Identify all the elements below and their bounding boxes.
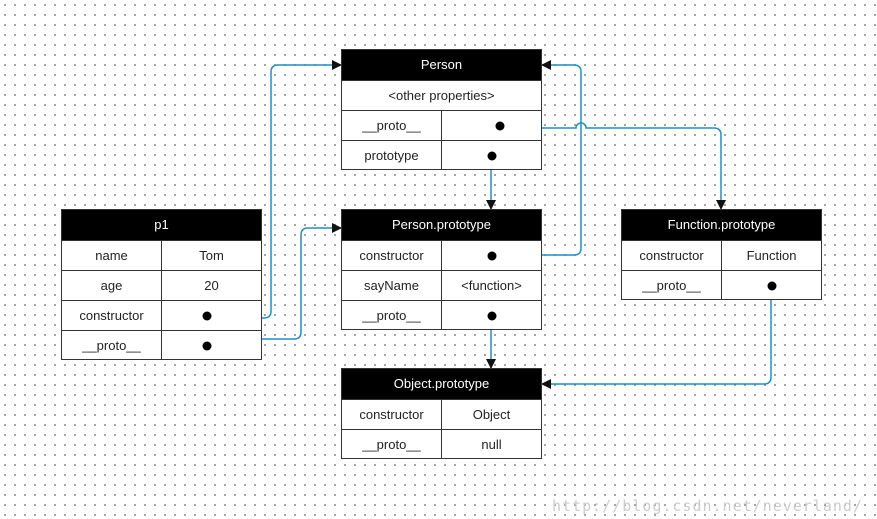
arrow-p1-proto-to-person-prototype <box>207 223 342 340</box>
person-prototype-row: prototype <box>342 140 541 170</box>
object-prototype-title: Object.prototype <box>342 369 541 399</box>
pointer-dot <box>487 311 496 320</box>
fp-proto-row: __proto__ <box>622 270 821 300</box>
p1-proto-label: __proto__ <box>82 338 141 353</box>
op-constructor-label: constructor <box>359 407 424 422</box>
p1-age-value: 20 <box>161 271 261 300</box>
p1-name-value: Tom <box>161 241 261 270</box>
pp-sayname-label: sayName <box>364 278 419 293</box>
fp-constructor-value: Function <box>721 241 821 270</box>
pp-constructor-row: constructor <box>342 240 541 270</box>
function-prototype-title: Function.prototype <box>622 210 821 240</box>
pp-proto-pointer <box>441 301 541 330</box>
pointer-dot <box>202 341 212 350</box>
p1-age-label: age <box>100 278 123 293</box>
pp-constructor-label: constructor <box>359 248 424 263</box>
op-constructor-value: Object <box>441 400 541 429</box>
person-prototype-pointer <box>441 141 541 170</box>
op-proto-label: __proto__ <box>362 437 421 452</box>
arrow-fp-proto-to-object-prototype <box>541 286 772 389</box>
pointer-dot <box>487 151 496 160</box>
pointer-dot <box>487 251 496 260</box>
pp-sayname-row: sayName <function> <box>342 270 541 300</box>
object-prototype-box: Object.prototype constructor Object __pr… <box>341 368 542 459</box>
p1-proto-pointer <box>161 331 261 360</box>
person-title: Person <box>342 50 541 80</box>
op-proto-row: __proto__ null <box>342 429 541 459</box>
p1-name-row: name Tom <box>62 240 261 270</box>
p1-box: p1 name Tom age 20 constructor __proto__ <box>61 209 262 360</box>
pp-proto-row: __proto__ <box>342 300 541 330</box>
person-prototype-title: Person.prototype <box>342 210 541 240</box>
op-constructor-row: constructor Object <box>342 399 541 429</box>
pointer-dot <box>495 121 505 130</box>
person-prototype-label: prototype <box>364 148 419 163</box>
fp-constructor-row: constructor Function <box>622 240 821 270</box>
p1-title: p1 <box>62 210 261 240</box>
pointer-dot <box>767 281 776 290</box>
p1-constructor-label: constructor <box>79 308 144 323</box>
p1-proto-row: __proto__ <box>62 330 261 360</box>
fp-proto-label: __proto__ <box>642 278 701 293</box>
arrow-p1-constructor-to-person <box>207 60 342 319</box>
pointer-dot <box>202 311 212 320</box>
arrow-pp-constructor-to-person <box>491 60 582 256</box>
person-box: Person <other properties> __proto__ prot… <box>341 49 542 170</box>
person-proto-pointer <box>441 111 541 140</box>
person-proto-label: __proto__ <box>362 118 421 133</box>
person-proto-row: __proto__ <box>342 110 541 140</box>
fp-proto-pointer <box>721 271 821 300</box>
person-other-row: <other properties> <box>342 80 541 110</box>
pp-proto-label: __proto__ <box>362 308 421 323</box>
watermark: http://blog.csdn.net/neverland/ <box>552 497 863 515</box>
person-prototype-box: Person.prototype constructor sayName <fu… <box>341 209 542 330</box>
person-other-properties: <other properties> <box>388 88 495 103</box>
p1-constructor-pointer <box>161 301 261 330</box>
pp-constructor-pointer <box>441 241 541 270</box>
pp-sayname-value: <function> <box>441 271 541 300</box>
fp-constructor-label: constructor <box>639 248 704 263</box>
arrow-person-proto-to-function-prototype <box>498 122 726 210</box>
p1-name-label: name <box>95 248 128 263</box>
op-proto-value: null <box>441 430 541 459</box>
p1-age-row: age 20 <box>62 270 261 300</box>
function-prototype-box: Function.prototype constructor Function … <box>621 209 822 300</box>
p1-constructor-row: constructor <box>62 300 261 330</box>
